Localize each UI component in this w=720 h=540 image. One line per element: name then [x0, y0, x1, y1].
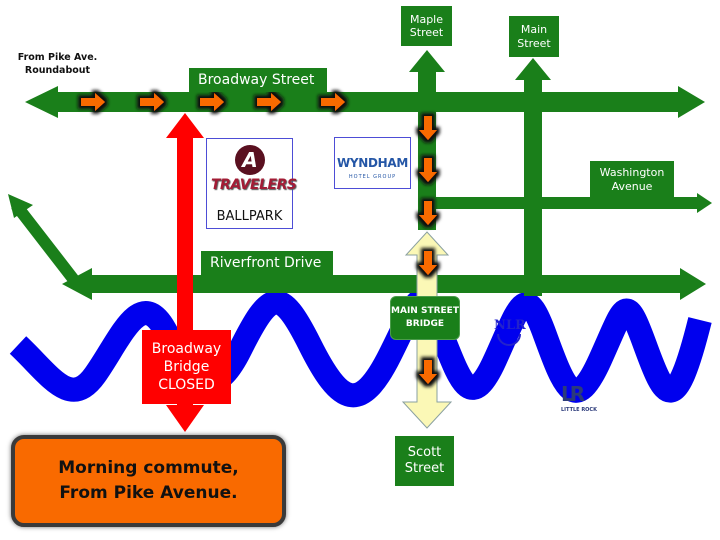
arrow-right-icon [200, 93, 224, 111]
arrow-down-icon [419, 251, 437, 275]
main-street-label: Main Street [509, 16, 559, 57]
from-pike-roundabout-label: From Pike Ave. Roundabout [10, 52, 105, 78]
arrow-down-icon [419, 158, 437, 182]
main-street-line1: Main [520, 23, 548, 37]
arrow-right-icon [81, 93, 105, 111]
travelers-logo-icon: A [235, 145, 265, 175]
closed-sign-line2: Bridge [163, 358, 210, 375]
broadway-bridge-closed-sign: Broadway Bridge CLOSED [142, 330, 231, 404]
arrow-right-icon [257, 93, 281, 111]
north-little-rock-logo-icon: NLR [494, 318, 526, 346]
travelers-logo-text: TRAVELERS [211, 177, 297, 193]
washington-avenue-line2: Avenue [611, 179, 653, 193]
scott-street-line2: Street [404, 461, 445, 476]
riverfront-drive-label: Riverfront Drive [201, 251, 333, 276]
broadway-bridge-closed-road [166, 113, 204, 432]
from-label-line1: From Pike Ave. [17, 52, 98, 63]
ballpark-caption: BALLPARK [216, 209, 283, 224]
scott-street-label: Scott Street [395, 436, 454, 486]
washington-avenue-label: Washington Avenue [590, 161, 674, 198]
wyndham-logo-subtext: HOTEL GROUP [348, 174, 397, 180]
maple-street-line1: Maple [409, 12, 444, 26]
closed-sign-line3: CLOSED [158, 377, 215, 394]
arrow-right-icon [140, 93, 164, 111]
bridge-sign-line2: BRIDGE [405, 319, 445, 329]
bridge-sign-line1: MAIN STREET [391, 305, 459, 316]
commute-caption-box: Morning commute, From Pike Avenue. [11, 435, 286, 527]
main-street-road [515, 58, 551, 296]
riverfront-drive-road [8, 194, 706, 300]
little-rock-logo-icon: LR LITTLE ROCK [561, 382, 597, 413]
maple-street-road [409, 50, 445, 230]
arkansas-river [9, 287, 712, 408]
wyndham-hotel-landmark: WYNDHAM HOTEL GROUP [334, 137, 411, 189]
riverfront-drive-text: Riverfront Drive [210, 255, 322, 272]
arrow-down-icon [419, 116, 437, 140]
lr-logo-subtext: LITTLE ROCK [561, 407, 597, 413]
caption-line2: From Pike Avenue. [59, 483, 238, 503]
wyndham-logo-text: WYNDHAM [336, 156, 409, 170]
arrow-down-icon [419, 360, 437, 384]
broadway-street-text: Broadway Street [198, 71, 315, 88]
broadway-street-road [25, 86, 705, 118]
from-label-line2: Roundabout [24, 64, 91, 76]
broadway-street-label: Broadway Street [189, 68, 327, 92]
scott-street-line1: Scott [407, 445, 442, 461]
route-arrows [81, 93, 437, 384]
main-street-line2: Street [517, 36, 551, 50]
arrow-down-icon [419, 201, 437, 225]
travelers-ballpark-landmark: A TRAVELERS BALLPARK [206, 138, 297, 229]
washington-avenue-road [436, 193, 712, 213]
nlr-logo-text: NLR [494, 318, 526, 333]
caption-line1: Morning commute, [58, 457, 239, 478]
lr-logo-text: LR [561, 382, 585, 406]
maple-street-line2: Street [409, 26, 444, 39]
main-street-bridge-sign: MAIN STREET BRIDGE [390, 296, 460, 340]
arrow-right-icon [321, 93, 345, 111]
washington-avenue-line1: Washington [599, 166, 665, 180]
maple-street-label: Maple Street [401, 6, 452, 46]
closed-sign-line1: Broadway [151, 340, 222, 357]
